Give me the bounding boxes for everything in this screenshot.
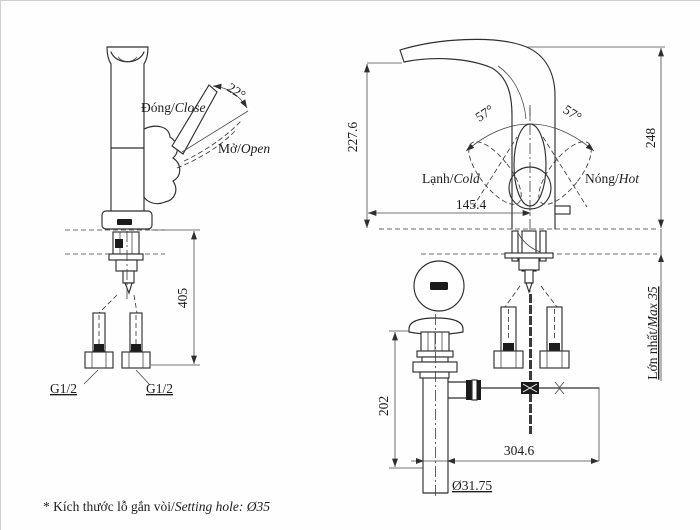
hose-leader-left [98, 294, 118, 314]
open-label: Mở/Open [218, 141, 270, 156]
faucet-base [101, 210, 153, 230]
dim-248-label: 248 [643, 128, 658, 149]
spout-column [106, 46, 149, 212]
supply-hose-right-side [539, 306, 570, 369]
cold-label: Lạnh/Cold [422, 171, 480, 186]
drain-side-outlet [447, 379, 481, 401]
setting-hole-note: * Kích thước lỗ gắn vòi/Setting hole: Ø3… [43, 499, 270, 514]
pop-up-rod [480, 294, 600, 461]
dim-405-label: 405 [175, 288, 190, 309]
hot-label: Nóng/Hot [585, 171, 640, 186]
g12-leader-left [83, 369, 99, 385]
side-view-faucet: 57° 57° Lạnh/Cold Nóng/Hot [379, 38, 657, 461]
swivel-angle-right-label: 57° [560, 102, 584, 125]
side-outlet-rod [554, 205, 571, 215]
front-view-faucet: 405 G1/2 G1/2 Đóng/Close Mở/Open 22° [50, 46, 270, 396]
handle-lever [143, 83, 249, 205]
handle-swivel-diagram: 57° 57° Lạnh/Cold Nóng/Hot [422, 102, 640, 294]
dim-227-6-label: 227.6 [345, 122, 360, 153]
dim-drain-diameter-label: Ø31.75 [452, 478, 492, 493]
g12-label-left: G1/2 [50, 381, 77, 396]
dimension-max-35: Lớn nhất/Max 35 [645, 229, 664, 381]
hose-leader-left-side [504, 285, 521, 308]
deck-max-label: Lớn nhất/Max 35 [645, 286, 660, 380]
handle-angle-label: 22° [224, 80, 248, 103]
close-label: Đóng/Close [141, 100, 206, 115]
dim-202-label: 202 [376, 396, 391, 416]
drain-assembly: 202 304.6 Ø31.75 [376, 260, 599, 498]
hose-leader-right-side [540, 285, 558, 308]
brand-plate [117, 219, 132, 225]
spout-body-side [399, 38, 571, 230]
mounting-shank-side [504, 230, 554, 294]
dim-304-6-label: 304.6 [504, 443, 535, 458]
g12-label-right: G1/2 [146, 381, 173, 396]
supply-hose-left-side [493, 306, 524, 369]
dim-145-4-label: 145.4 [456, 197, 487, 212]
hose-leader-right [133, 294, 138, 314]
dimension-145-4: 145.4 [368, 197, 531, 216]
rod-break-symbol [554, 381, 565, 395]
g12-leader-right [135, 369, 151, 386]
supply-hose-right-front [121, 312, 151, 369]
supply-hose-left-front [84, 312, 114, 369]
dimension-202: 202 [376, 330, 423, 469]
mounting-shank-front [108, 231, 144, 301]
dimension-304-6: 304.6 Ø31.75 [411, 443, 599, 493]
drain-tail-pipe [422, 314, 449, 498]
dimension-248: 248 [527, 46, 665, 228]
dimension-405: 405 [151, 229, 200, 366]
dimension-227-6: 227.6 [345, 62, 402, 228]
height-dimensions: 227.6 145.4 248 Lớn nhất/Max 35 [345, 46, 665, 381]
drain-plug-top-icon [413, 260, 465, 312]
swivel-angle-left-label: 57° [473, 102, 497, 125]
